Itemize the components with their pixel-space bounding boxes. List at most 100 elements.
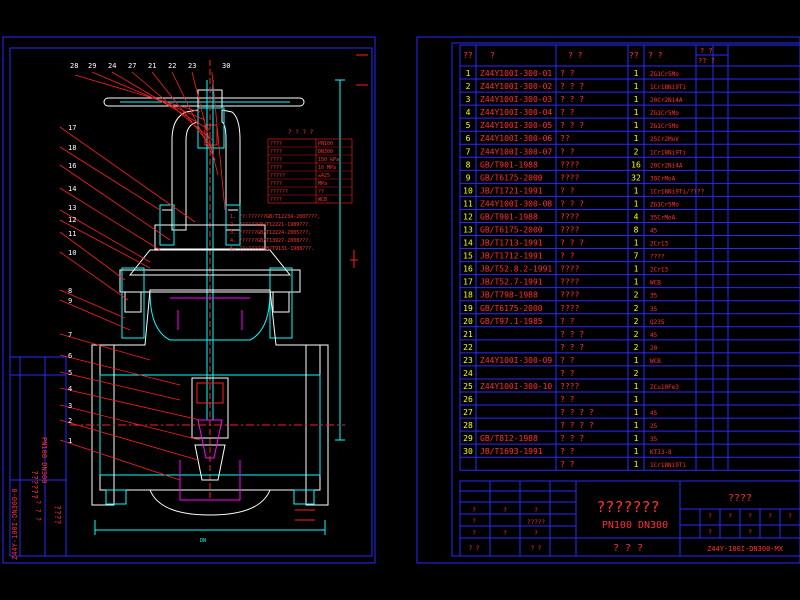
header-name: ? ? <box>568 51 583 60</box>
part-name: ? ? <box>560 447 575 456</box>
part-material: 20Cr2Ni4A <box>650 162 683 169</box>
balloon-left: 9 <box>68 297 72 305</box>
part-code: JB/T52.8.2-1991 <box>480 265 552 274</box>
title-block-misc: ? ? ? <box>34 500 42 521</box>
part-code: JB/T52.7-1991 <box>480 278 543 287</box>
part-material: 25 <box>650 423 658 430</box>
spec-table-value: DN300 <box>318 149 333 155</box>
part-material: ZG1Cr5Mo <box>650 71 679 78</box>
part-code: GB/T812-1988 <box>480 434 538 443</box>
part-code: JB/T798-1988 <box>480 291 538 300</box>
part-code: JB/T1713-1991 <box>480 239 543 248</box>
part-qty: 1 <box>634 460 639 469</box>
part-material: 45 <box>650 332 658 339</box>
title-grid-mark: ? <box>708 513 712 520</box>
part-name: ? ? <box>560 356 575 365</box>
part-qty: 1 <box>634 134 639 143</box>
balloon-top: 30 <box>222 62 230 70</box>
left-sheet-inner-frame <box>9 47 373 557</box>
part-number: 22 <box>463 343 473 352</box>
title-grid-mark: ? <box>768 513 772 520</box>
part-number: 29 <box>463 434 473 443</box>
part-material: 35 <box>650 306 658 313</box>
part-number: 25 <box>463 382 473 391</box>
part-code: JB/T1693-1991 <box>480 447 543 456</box>
balloon-left: 3 <box>68 402 72 410</box>
part-material: WCB <box>650 358 661 365</box>
part-qty: 1 <box>634 434 639 443</box>
spec-table-value: PN100 <box>318 141 333 147</box>
part-code: Z44Y100I-300-01 <box>480 69 552 78</box>
balloon-left: 17 <box>68 124 76 132</box>
dimension-lines <box>94 79 345 535</box>
part-number: 8 <box>466 160 471 169</box>
part-code: Z44Y100I-300-07 <box>480 147 552 156</box>
part-number: 17 <box>463 278 473 287</box>
part-material: 35CrMoA <box>650 214 676 221</box>
gate-valve-drawing <box>70 60 345 535</box>
title-company: ???? <box>728 493 752 504</box>
spec-table-label: ???? <box>270 141 282 147</box>
spec-table: ? ? ? ? ????PN100????DN300????150 kPa???… <box>267 129 353 204</box>
part-material: 2Cr13 <box>650 241 668 248</box>
title-stamp: ????? <box>527 519 545 526</box>
part-qty: 1 <box>634 278 639 287</box>
part-name: ? ? ? ? <box>560 408 594 417</box>
balloon-top: 29 <box>88 62 96 70</box>
part-name: ???? <box>560 173 579 182</box>
right-title-block: ???????PN100 DN300????Z44Y-100I-DN300-MX… <box>459 480 800 557</box>
part-qty: 1 <box>634 95 639 104</box>
title-block-drawing-code: Z44Y-100I-DN300-0 <box>11 488 19 560</box>
spec-table-label: ?????? <box>270 189 288 195</box>
balloon-left: 12 <box>68 216 76 224</box>
header-weight: ? ? <box>700 47 713 55</box>
balloon-left: 8 <box>68 287 72 295</box>
balloon-left: 6 <box>68 352 72 360</box>
part-name: ???? <box>560 304 579 313</box>
title-grid-mark: ? <box>748 513 752 520</box>
gate-wedge <box>191 377 229 481</box>
leader-lines <box>59 71 226 481</box>
part-qty: 2 <box>634 369 639 378</box>
dimension-label: DN <box>200 538 206 544</box>
title-drawing-code: Z44Y-100I-DN300-MX <box>707 545 784 553</box>
part-number: 19 <box>463 304 473 313</box>
part-qty: 16 <box>631 160 641 169</box>
balloon-top: 27 <box>128 62 136 70</box>
title-grid-mark: ? <box>472 530 476 537</box>
spec-table-label: ???? <box>270 181 282 187</box>
right-sheet-outer-frame <box>416 36 800 564</box>
part-qty: 1 <box>634 239 639 248</box>
header-qty: ?? <box>629 51 639 60</box>
part-qty: 1 <box>634 447 639 456</box>
part-material: ZCu10Fe3 <box>650 384 679 391</box>
part-name: ???? <box>560 226 579 235</box>
title-bottom-label: ? ? ? <box>613 543 643 554</box>
part-material: 1Cr18Ni9Ti/???? <box>650 188 705 195</box>
title-block-product: ?????? <box>30 470 39 499</box>
note-line: 4. ??????GB/T13927-2008???. <box>230 238 311 244</box>
part-qty: 2 <box>634 330 639 339</box>
spec-table-label: ???? <box>270 157 282 163</box>
part-code: Z44Y100I-300-10 <box>480 382 552 391</box>
side-marks <box>350 54 368 268</box>
part-qty: 1 <box>634 395 639 404</box>
spec-table-value: MPa <box>318 181 327 187</box>
part-material: KTJ3-8 <box>650 449 672 456</box>
left-sheet: 28 29 24 27 21 22 23 30 17 18 16 14 13 1… <box>2 36 376 564</box>
part-code: Z44Y100I-300-04 <box>480 108 552 117</box>
part-qty: 1 <box>634 69 639 78</box>
note-line: 1. ??:??????GB/T12234-2007???, <box>230 214 320 220</box>
part-code: Z44Y100I-300-09 <box>480 356 552 365</box>
part-name: ? ? <box>560 108 575 117</box>
balloon-left: 13 <box>68 204 76 212</box>
part-number: 21 <box>463 330 473 339</box>
part-name: ? ? ? <box>560 434 584 443</box>
part-material: 35 <box>650 293 658 300</box>
part-number: 24 <box>463 369 473 378</box>
part-qty: 7 <box>634 252 639 261</box>
part-material: 1Cr18Ni9Ti <box>650 462 687 469</box>
part-number: 6 <box>466 134 471 143</box>
part-material: ???? <box>650 254 665 261</box>
